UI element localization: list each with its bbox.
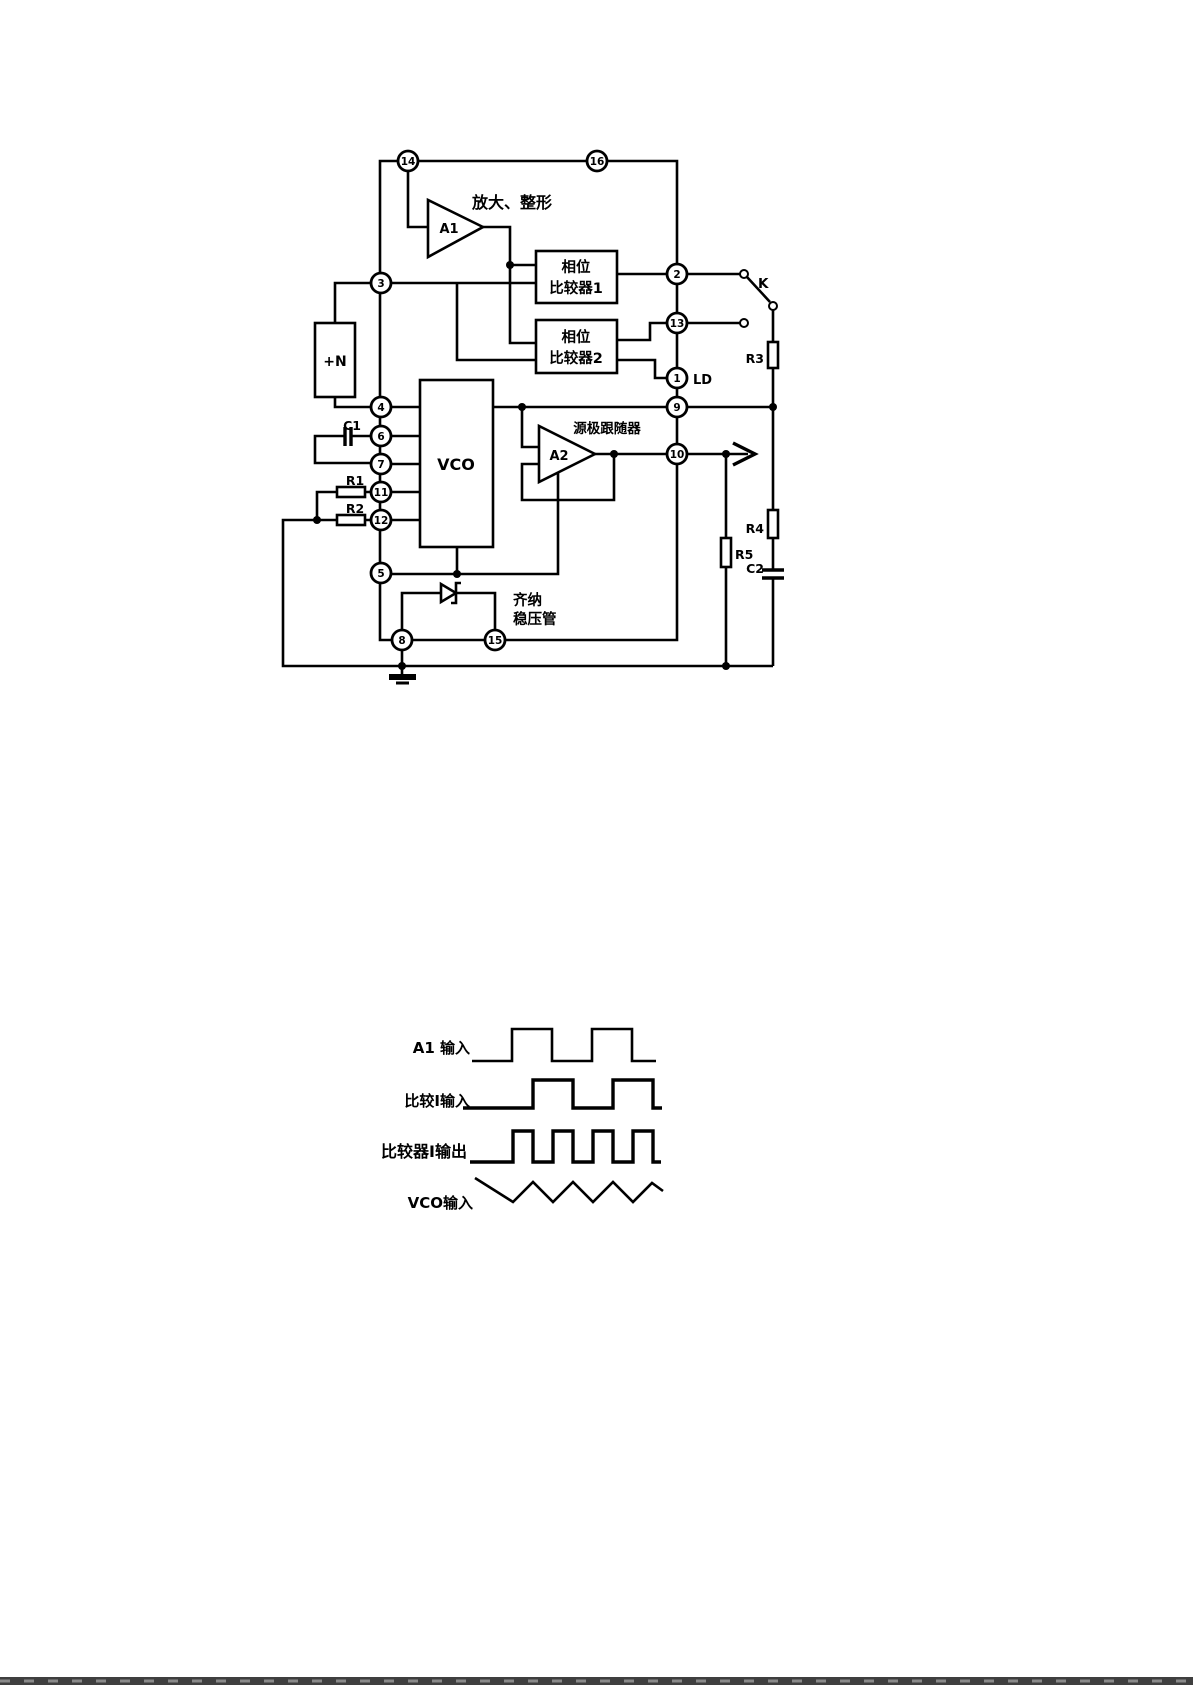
pin-7: 7 xyxy=(369,452,393,476)
amplifier-a2: A2 xyxy=(520,407,667,502)
resistor-r1-label: R1 xyxy=(346,473,364,488)
wire-a1-output xyxy=(483,225,536,345)
output-arrow xyxy=(677,441,759,467)
comparator1-line2: 比较器1 xyxy=(549,279,603,297)
waveform-diagram: A1 输入 比较I输入 比较器I输出 VCO输入 xyxy=(381,1027,664,1212)
pin-10: 10 xyxy=(665,442,689,466)
square-wave-a1-input xyxy=(472,1027,656,1063)
pin-8-number: 8 xyxy=(398,635,405,647)
waveform-label-a1-input: A1 输入 xyxy=(413,1039,470,1057)
pin-13: 13 xyxy=(665,311,689,335)
resistor-r5 xyxy=(719,454,733,670)
waveform-label-comp1-input: 比较I输入 xyxy=(404,1092,470,1110)
waveform-row-a1-input: A1 输入 xyxy=(413,1027,656,1063)
pin-1: 1 xyxy=(665,366,689,390)
ic-pins: 14 16 2 13 1 9 10 3 4 6 7 11 12 5 8 15 xyxy=(369,149,689,652)
comparator1-line1: 相位 xyxy=(562,258,591,276)
amplifier-a1-label: A1 xyxy=(439,222,458,237)
pin-6: 6 xyxy=(369,424,393,448)
pin-5: 5 xyxy=(369,561,393,585)
capacitor-c1 xyxy=(313,427,371,465)
switch-k-label: K xyxy=(758,276,769,292)
pll-circuit-diagram: A1 放大、整形 相位 比较器1 相位 比较器2 xyxy=(281,149,784,685)
pin-3: 3 xyxy=(369,271,393,295)
waveform-row-comp1-input: 比较I输入 xyxy=(404,1078,662,1110)
switch-k xyxy=(739,269,778,328)
capacitor-c2-label: C2 xyxy=(746,561,764,576)
vco-label: VCO xyxy=(437,455,475,474)
wire-pin3-to-supply xyxy=(333,281,371,409)
wire-pin3-to-comp2 xyxy=(455,283,536,362)
pin-11: 11 xyxy=(369,480,393,504)
pin-3-number: 3 xyxy=(377,278,384,290)
bottom-page-edge xyxy=(0,1677,1193,1685)
pin-11-number: 11 xyxy=(374,487,389,499)
pin-9-number: 9 xyxy=(673,402,680,414)
waveform-label-comp1-output: 比较器I输出 xyxy=(381,1142,467,1161)
pin-5-number: 5 xyxy=(377,568,384,580)
waveform-row-vco-input: VCO输入 xyxy=(408,1176,664,1212)
amp1-caption: 放大、整形 xyxy=(471,193,552,212)
resistor-r2 xyxy=(281,513,773,668)
comparator2-line1: 相位 xyxy=(562,328,591,346)
pin-4-number: 4 xyxy=(377,402,384,414)
vco-block: VCO xyxy=(381,378,495,574)
wire-comp2-to-pin1 xyxy=(617,358,667,380)
wire-comp2-to-pin13 xyxy=(617,321,667,342)
pin-8: 8 xyxy=(390,628,414,652)
pin-4: 4 xyxy=(369,395,393,419)
pin-12-number: 12 xyxy=(374,515,389,527)
wire-pin5-inhibit xyxy=(381,472,560,576)
zener-caption-line1: 齐纳 xyxy=(513,591,542,609)
pin-6-number: 6 xyxy=(377,431,384,443)
pin-14-number: 14 xyxy=(401,156,416,168)
pin-7-number: 7 xyxy=(377,459,384,471)
junction-dot xyxy=(506,261,514,269)
zener-caption-line2: 稳压管 xyxy=(513,610,557,628)
pin-2-number: 2 xyxy=(673,269,680,281)
supply-label: +N xyxy=(323,354,346,370)
capacitor-c2 xyxy=(762,568,784,666)
phase-comparator-2: 相位 比较器2 xyxy=(534,318,619,375)
amplifier-a2-label: A2 xyxy=(549,449,568,464)
wire-pin14-to-a1 xyxy=(406,161,428,229)
zener-diode xyxy=(400,581,497,630)
capacitor-c1-label: C1 xyxy=(343,418,361,433)
amplifier-a1: A1 xyxy=(426,197,486,260)
resistor-r4-label: R4 xyxy=(746,521,765,536)
triangle-wave-vco-input xyxy=(474,1176,664,1204)
comparator2-line2: 比较器2 xyxy=(549,349,603,367)
pin-13-number: 13 xyxy=(670,318,685,330)
pin-2: 2 xyxy=(665,262,689,286)
follower-caption: 源极跟随器 xyxy=(573,420,641,437)
waveform-label-vco-input: VCO输入 xyxy=(408,1194,473,1212)
square-wave-comp1-input xyxy=(463,1078,662,1110)
waveform-row-comp1-output: 比较器I输出 xyxy=(381,1129,661,1164)
pin-10-number: 10 xyxy=(670,449,685,461)
resistor-r4 xyxy=(766,407,780,570)
pin-14: 14 xyxy=(396,149,420,173)
junction-dot xyxy=(453,570,461,578)
resistor-r3 xyxy=(766,340,780,370)
ld-label: LD xyxy=(693,373,712,388)
resistor-r5-label: R5 xyxy=(735,547,753,562)
phase-comparator-1: 相位 比较器1 xyxy=(534,249,619,305)
ic-package-outline xyxy=(378,159,679,642)
pin-9: 9 xyxy=(665,395,689,419)
pin-15-number: 15 xyxy=(488,635,503,647)
supply-box: +N xyxy=(313,321,357,399)
pin-1-number: 1 xyxy=(673,373,680,385)
pin-12: 12 xyxy=(369,508,393,532)
square-wave-comp1-output xyxy=(470,1129,661,1164)
pin-15: 15 xyxy=(483,628,507,652)
resistor-r2-label: R2 xyxy=(346,501,364,516)
pin-16: 16 xyxy=(585,149,609,173)
pin-16-number: 16 xyxy=(590,156,605,168)
resistor-r3-label: R3 xyxy=(746,351,764,366)
